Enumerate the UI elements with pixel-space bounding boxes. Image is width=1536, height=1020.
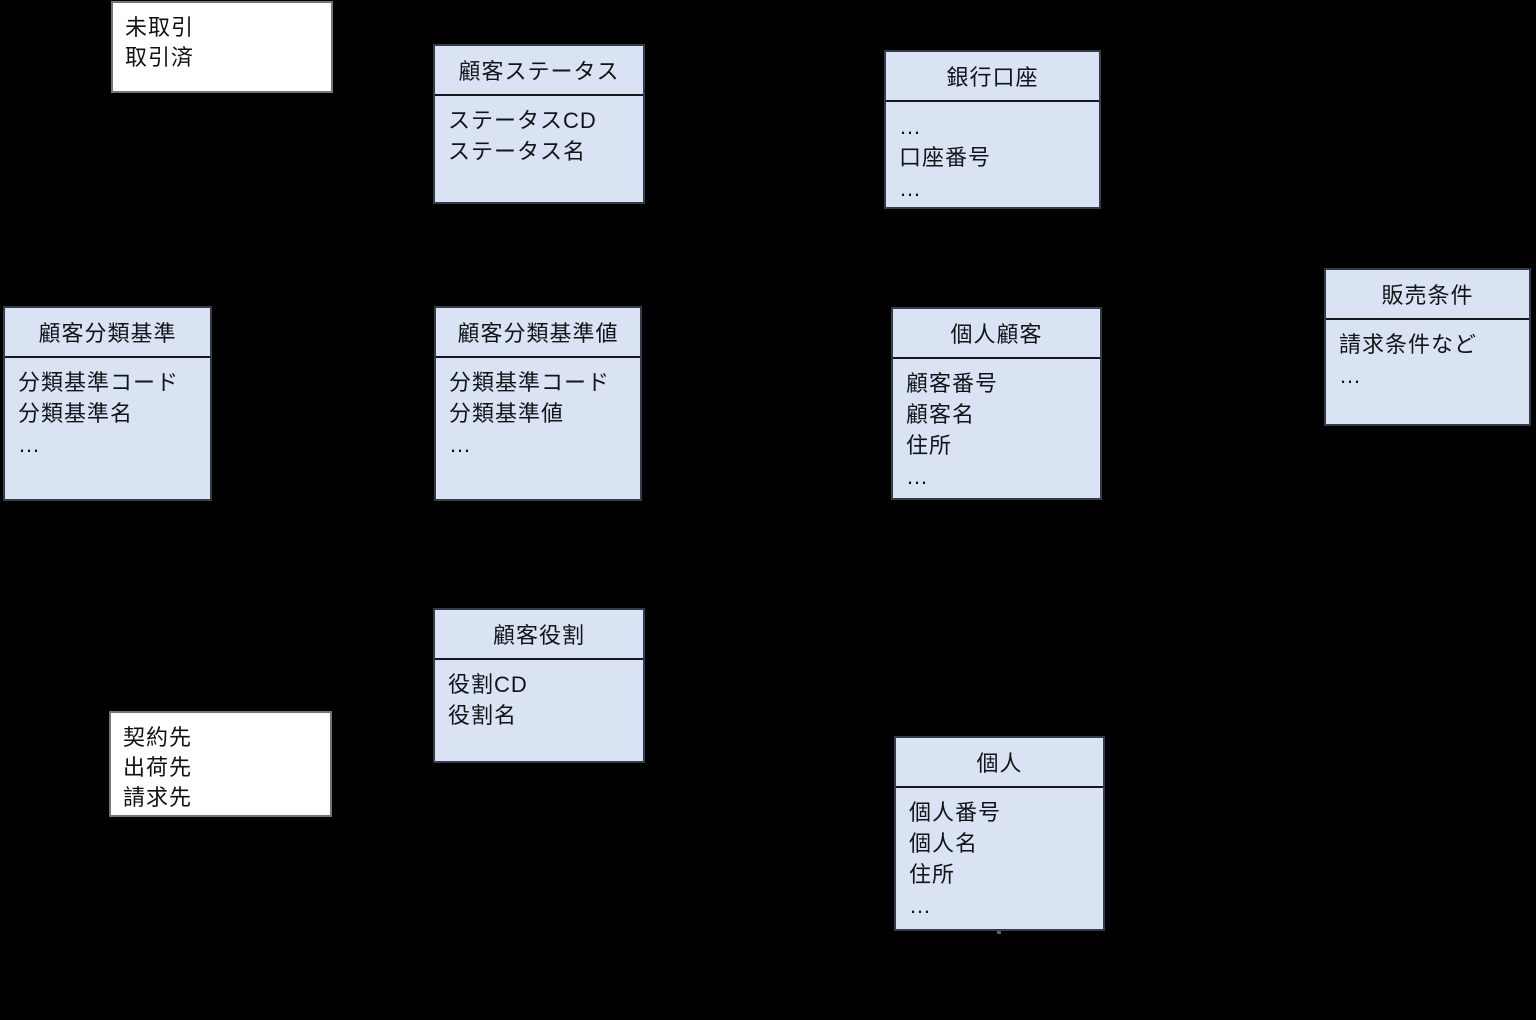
text-line: ステータス名: [448, 139, 587, 164]
entity-title: 顧客役割: [435, 610, 643, 660]
text-line: 役割CD: [448, 672, 528, 697]
text-line: 口座番号: [899, 145, 992, 170]
entity-bank-account: 銀行口座 … 口座番号 …: [884, 50, 1101, 209]
entity-customer-classification: 顧客分類基準 分類基準コード分類基準名 …: [3, 306, 212, 501]
entity-attributes: … 口座番号 …: [886, 102, 1099, 204]
text-line: 請求先: [123, 785, 193, 810]
entity-title: 顧客分類基準値: [436, 308, 640, 358]
entity-customer-classification-value: 顧客分類基準値 分類基準コード分類基準値 …: [434, 306, 642, 501]
text-line: 未取引: [125, 15, 195, 40]
text-line: …: [906, 464, 929, 489]
entity-attributes: 請求条件など …: [1326, 320, 1529, 391]
entity-attributes: ステータスCD ステータス名: [435, 96, 643, 167]
entity-attributes: 分類基準コード分類基準名 …: [5, 358, 210, 460]
note-lines: 未取引取引済: [113, 3, 331, 73]
text-line: 分類基準コード: [18, 370, 180, 395]
text-line: 顧客名: [906, 402, 976, 427]
text-line: 個人名: [909, 831, 979, 856]
text-line: 出荷先: [123, 755, 193, 780]
connector-anchor-stub: [997, 931, 1001, 934]
text-line: 住所: [909, 862, 956, 887]
note-transaction-status: 未取引取引済: [111, 1, 333, 93]
text-line: …: [899, 176, 922, 201]
text-line: 分類基準名: [18, 401, 134, 426]
text-line: 顧客番号: [906, 371, 999, 396]
entity-customer-role: 顧客役割 役割CD 役割名: [433, 608, 645, 763]
entity-customer-status: 顧客ステータス ステータスCD ステータス名: [433, 44, 645, 204]
entity-title: 販売条件: [1326, 270, 1529, 320]
entity-title: 個人顧客: [893, 309, 1100, 359]
text-line: 請求条件など: [1339, 332, 1478, 357]
entity-title: 個人: [896, 738, 1103, 788]
entity-title: 顧客分類基準: [5, 308, 210, 358]
entity-attributes: 役割CD 役割名: [435, 660, 643, 731]
text-line: 分類基準値: [449, 401, 565, 426]
note-lines: 契約先出荷先請求先: [111, 713, 330, 813]
text-line: …: [449, 432, 472, 457]
text-line: …: [909, 893, 932, 918]
text-line: ステータスCD: [448, 108, 597, 133]
entity-individual-customer: 個人顧客 顧客番号顧客名住所 …: [891, 307, 1102, 500]
entity-attributes: 顧客番号顧客名住所 …: [893, 359, 1100, 492]
entity-individual: 個人 個人番号個人名住所 …: [894, 736, 1105, 931]
text-line: 個人番号: [909, 800, 1002, 825]
entity-attributes: 個人番号個人名住所 …: [896, 788, 1103, 921]
text-line: 役割名: [448, 703, 518, 728]
entity-attributes: 分類基準コード分類基準値 …: [436, 358, 640, 460]
text-line: 取引済: [125, 45, 195, 70]
note-role-examples: 契約先出荷先請求先: [109, 711, 332, 817]
text-line: 住所: [906, 433, 953, 458]
entity-sales-terms: 販売条件 請求条件など …: [1324, 268, 1531, 426]
text-line: …: [1339, 363, 1362, 388]
text-line: …: [18, 432, 41, 457]
entity-title: 銀行口座: [886, 52, 1099, 102]
text-line: 分類基準コード: [449, 370, 611, 395]
text-line: 契約先: [123, 725, 193, 750]
text-line: …: [899, 114, 922, 139]
entity-title: 顧客ステータス: [435, 46, 643, 96]
